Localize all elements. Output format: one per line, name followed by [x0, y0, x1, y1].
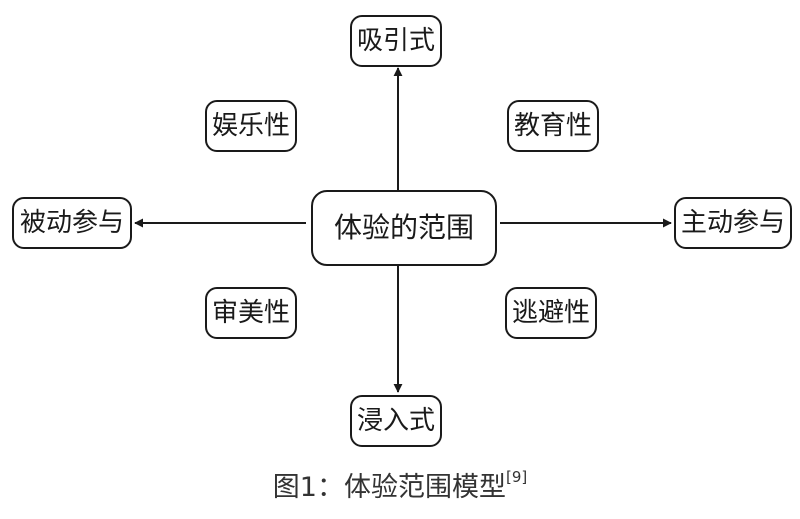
bottom-left-node: 审美性 — [205, 287, 297, 339]
right-node: 主动参与 — [674, 197, 792, 249]
left-node: 被动参与 — [12, 197, 132, 249]
top-left-node: 娱乐性 — [205, 100, 297, 152]
bottom-node: 浸入式 — [350, 395, 442, 447]
bottom-right-node: 逃避性 — [505, 287, 597, 339]
figure-caption: 图1：体验范围模型[9] — [0, 470, 800, 503]
caption-text: 图1：体验范围模型 — [272, 472, 506, 503]
caption-reference: [9] — [505, 468, 528, 486]
top-node: 吸引式 — [350, 15, 442, 67]
center-node: 体验的范围 — [311, 190, 497, 266]
top-right-node: 教育性 — [507, 100, 599, 152]
